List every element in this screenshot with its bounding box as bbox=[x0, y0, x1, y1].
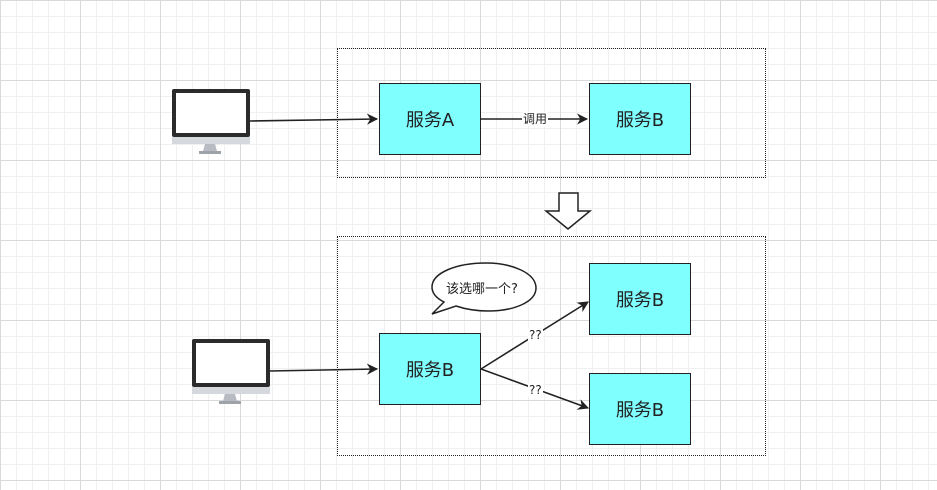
edge-monitor-to-service-b bbox=[269, 363, 379, 375]
monitor-icon-top bbox=[172, 89, 250, 154]
question-edge-label-upper: ?? bbox=[528, 328, 543, 342]
transition-down-arrow-icon bbox=[543, 192, 593, 230]
speech-bubble-text: 该选哪一个? bbox=[446, 282, 518, 297]
group-before bbox=[337, 48, 766, 178]
group-after bbox=[337, 236, 766, 456]
service-b-lower-label: 服务B bbox=[615, 400, 665, 421]
call-edge-label: 调用 bbox=[522, 112, 549, 126]
service-b-top-label: 服务B bbox=[615, 110, 665, 131]
edge-monitor-to-service-a bbox=[249, 113, 379, 125]
monitor-icon-bottom bbox=[192, 339, 270, 404]
service-b-node-top[interactable]: 服务B bbox=[589, 83, 691, 155]
service-b-node-lower[interactable]: 服务B bbox=[589, 373, 691, 445]
service-b-upper-label: 服务B bbox=[615, 290, 665, 311]
service-b-node-source[interactable]: 服务B bbox=[379, 333, 481, 405]
service-b-node-upper[interactable]: 服务B bbox=[589, 263, 691, 335]
service-a-label: 服务A bbox=[405, 110, 455, 131]
speech-bubble-icon bbox=[431, 262, 537, 315]
service-b-source-label: 服务B bbox=[405, 360, 455, 381]
service-a-node[interactable]: 服务A bbox=[379, 83, 481, 155]
question-edge-label-lower: ?? bbox=[528, 383, 543, 397]
